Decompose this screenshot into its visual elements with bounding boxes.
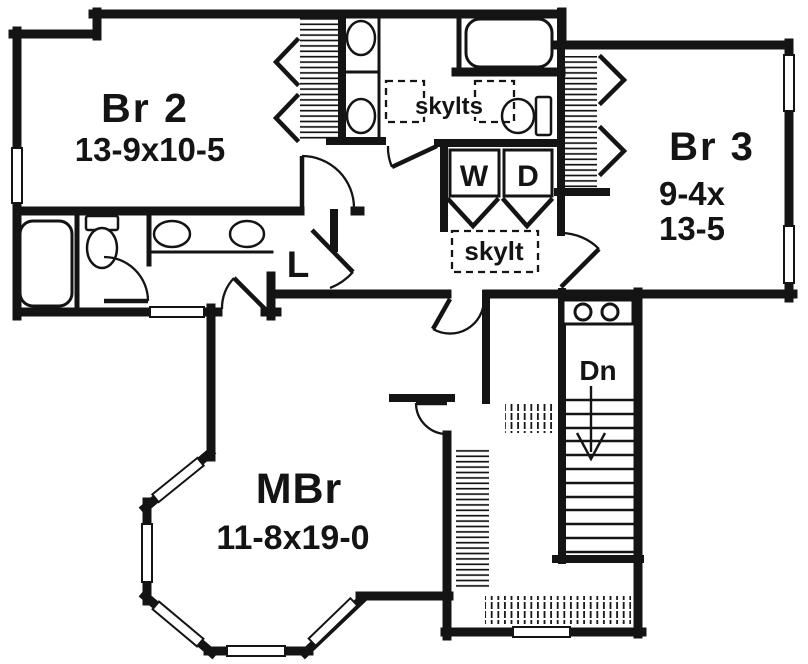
bifold-doors xyxy=(272,36,628,230)
shelf-knob xyxy=(600,302,620,322)
sink-icon xyxy=(228,219,266,249)
br3-room-label: Br 3 xyxy=(669,125,755,169)
br3-closet-door xyxy=(597,124,628,178)
linen-closet-door xyxy=(310,228,355,290)
br2-closet-door xyxy=(272,36,301,88)
skylight-label: skylt xyxy=(464,236,524,266)
br2-door xyxy=(299,154,356,209)
dryer-label: D xyxy=(517,160,539,193)
skylight-outlines xyxy=(384,79,540,274)
window xyxy=(783,225,795,284)
bathtub-icon xyxy=(18,219,74,308)
bathtub-icon xyxy=(464,17,554,69)
skylight-outline xyxy=(473,79,516,124)
bay-window xyxy=(150,456,206,504)
mbr-room-label: MBr xyxy=(256,465,343,513)
sink-icon xyxy=(345,19,377,57)
sink-icon xyxy=(345,97,377,135)
hall-bath-door xyxy=(386,143,438,170)
br3-dims-label-2: 13-5 xyxy=(659,210,725,247)
linen-closet-label: L xyxy=(287,244,310,285)
window xyxy=(11,147,23,204)
windows xyxy=(11,54,795,657)
mbr-entry-door xyxy=(431,297,486,335)
wic-door xyxy=(414,400,448,436)
skylight-outline xyxy=(384,79,426,124)
down-arrow-icon xyxy=(575,386,607,462)
bath-compartment-door xyxy=(103,255,150,304)
window xyxy=(226,645,286,657)
fixtures xyxy=(18,17,635,326)
toilet-icon xyxy=(85,226,119,270)
wic-left-shelves xyxy=(456,447,489,588)
window xyxy=(783,54,795,112)
wic-bottom-rod xyxy=(485,596,631,624)
closet-hatching xyxy=(300,18,631,624)
stair-treads xyxy=(566,398,634,554)
bay-window xyxy=(151,600,205,648)
master-bath-door xyxy=(220,276,267,311)
dryer-door xyxy=(500,196,555,230)
toilet-icon xyxy=(500,97,536,135)
dryer-box xyxy=(502,148,554,198)
staircase xyxy=(566,386,634,554)
br3-closet-rod xyxy=(565,56,597,190)
br3-door xyxy=(559,231,601,289)
sink-icon xyxy=(152,219,192,249)
washer-box xyxy=(448,148,501,198)
window xyxy=(149,306,205,318)
br2-closet-door xyxy=(272,92,301,144)
stairs-down-label: Dn xyxy=(579,355,616,386)
br3-closet-door xyxy=(597,53,628,107)
window xyxy=(141,523,153,583)
counter-edges xyxy=(148,12,381,254)
interior-walls xyxy=(326,8,644,564)
br3-dims-label-1: 9-4x xyxy=(659,175,726,212)
thin-partitions xyxy=(74,13,462,315)
br2-room-label: Br 2 xyxy=(101,85,189,131)
skylight-outline xyxy=(450,229,540,274)
bay-window xyxy=(307,596,359,648)
shelf-knob xyxy=(573,302,593,322)
skylights-label: skylts xyxy=(415,93,483,120)
toilet-tank xyxy=(534,95,553,137)
br2-dims-label: 13-9x10-5 xyxy=(75,131,225,168)
washer-door xyxy=(445,196,501,230)
br2-closet-rod xyxy=(300,18,338,139)
mbr-dims-label: 11-8x19-0 xyxy=(216,519,369,557)
swing-doors xyxy=(103,143,601,436)
wic-top-rod xyxy=(505,404,554,433)
washer-label: W xyxy=(460,160,489,193)
window xyxy=(512,626,571,638)
